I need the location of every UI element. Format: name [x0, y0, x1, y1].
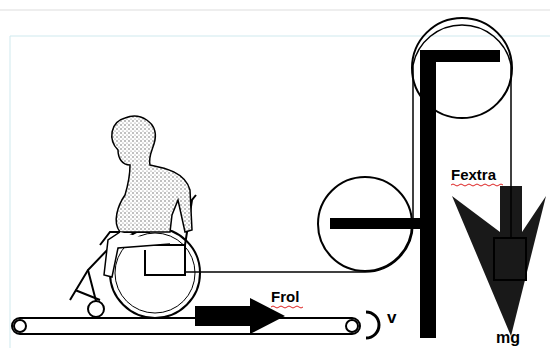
treadmill — [12, 318, 360, 334]
force-label: Fextra — [451, 167, 496, 184]
speed-label: v — [387, 309, 396, 328]
speed-arc — [366, 312, 379, 338]
force-label: Frol — [271, 289, 299, 306]
person-figure — [104, 116, 192, 277]
page-rule — [0, 10, 550, 11]
weight-label: mg — [496, 329, 520, 347]
pulley-stand — [318, 18, 512, 338]
spell-underline — [451, 184, 503, 186]
weight-force-arrow — [452, 186, 546, 336]
frame-line — [10, 36, 550, 348]
spell-underline — [271, 306, 303, 308]
rope — [185, 25, 511, 272]
